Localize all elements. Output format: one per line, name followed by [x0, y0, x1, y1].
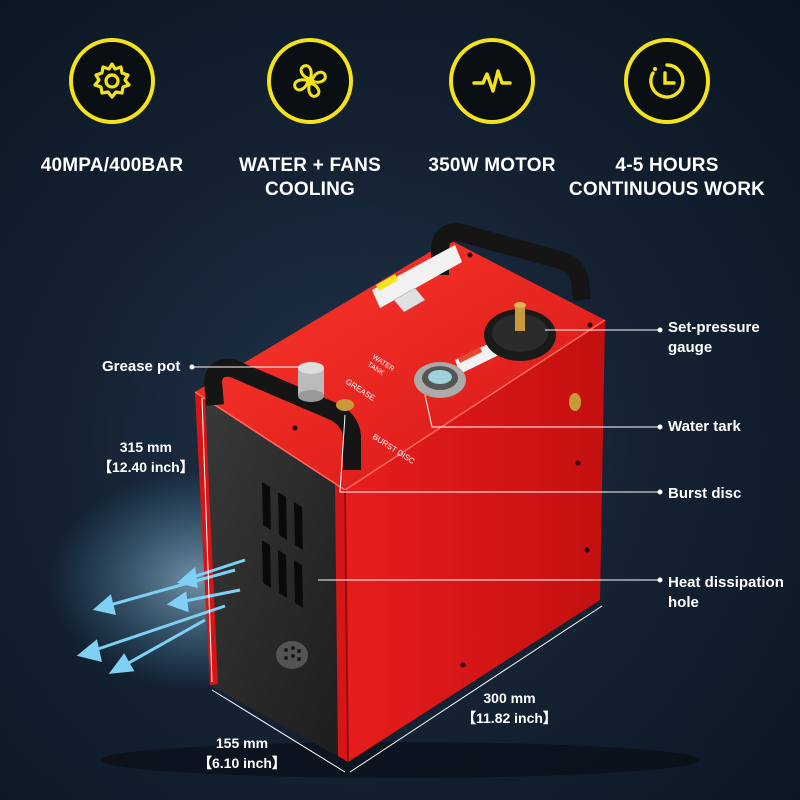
- dim-width-line: [211, 689, 346, 773]
- callout-water-tank: Water tark: [668, 418, 741, 435]
- clock-icon: [624, 38, 710, 124]
- callout-heat-dissipation-hole: Heat dissipation hole: [668, 574, 784, 611]
- pressure-gauge: [484, 302, 556, 361]
- grease-pot: [298, 362, 324, 402]
- feature-motor: 350W MOTOR: [392, 38, 592, 178]
- burst-disc-fitting: [336, 399, 354, 411]
- back-handle: [431, 223, 591, 301]
- dim-height-line: [201, 397, 213, 683]
- front-handle: [204, 358, 361, 470]
- heat-dissipation-vents: [262, 482, 303, 608]
- feature-pressure: 40MPA/400BAR: [12, 38, 212, 178]
- water-tank-cap: [414, 362, 466, 398]
- top-face: [195, 240, 605, 490]
- dimension-height: 315 mm 【12.40 inch】: [98, 439, 194, 475]
- warning-label: [372, 245, 462, 313]
- feature-label: 40MPA/400BAR: [40, 155, 184, 176]
- callout-burst-disc: Burst disc: [668, 485, 742, 502]
- callout-set-pressure-gauge: Set-pressure gauge: [668, 319, 760, 356]
- front-panel: [195, 392, 348, 762]
- feature-label: 350W MOTOR: [428, 155, 556, 176]
- callout-grease-pot: Grease pot: [102, 358, 181, 375]
- feature-cooling: WATER + FANS COOLING: [210, 38, 410, 202]
- dim-length-line: [349, 605, 603, 773]
- airflow-arrows: [76, 558, 246, 674]
- feature-label: 4-5 HOURS CONTINUOUS WORK: [568, 155, 766, 200]
- leader-water: [424, 394, 660, 428]
- right-face: [345, 320, 605, 762]
- dimension-width: 155 mm 【6.10 inch】: [198, 735, 286, 771]
- feature-runtime: 4-5 HOURS CONTINUOUS WORK: [567, 38, 767, 202]
- gear-icon: [69, 38, 155, 124]
- feature-label: WATER + FANS COOLING: [239, 155, 381, 200]
- dimension-length: 300 mm 【11.82 inch】: [462, 690, 557, 726]
- fan-icon: [267, 38, 353, 124]
- leader-burst: [339, 414, 660, 493]
- pulse-icon: [449, 38, 535, 124]
